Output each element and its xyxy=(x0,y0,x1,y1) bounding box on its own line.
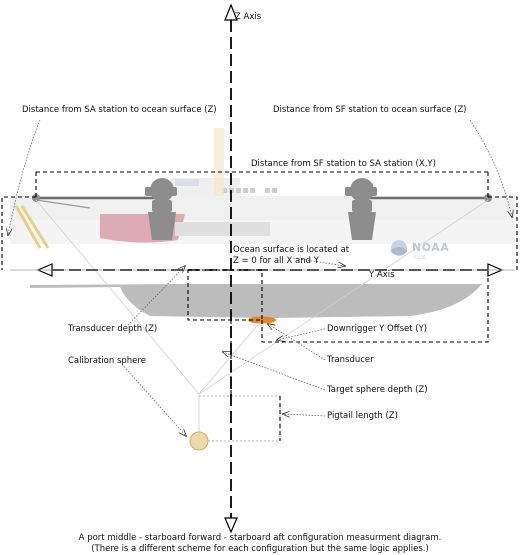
target-sphere-depth-label: Target sphere depth (Z) xyxy=(327,385,428,395)
caption-line-1: A port middle - starboard forward - star… xyxy=(78,533,442,543)
measurement-brackets xyxy=(1,171,518,441)
leader-lines xyxy=(8,119,512,436)
y-axis-label: Y Axis xyxy=(369,270,395,280)
downrigger-offset-label: Downrigger Y Offset (Y) xyxy=(327,324,428,334)
sa-station-to-surface-label: Distance from SA station to ocean surfac… xyxy=(22,105,217,115)
downrigger-booms xyxy=(35,196,488,209)
transducer-depth-label: Transducer depth (Z) xyxy=(68,324,158,334)
ship-hull-number: R 226 xyxy=(414,255,426,260)
ocean-surface-label-line2: Z = 0 for all X and Y xyxy=(233,256,319,266)
caption-line-2: (There is a different scheme for each co… xyxy=(91,544,429,554)
calibration-sphere-label: Calibration sphere xyxy=(68,356,146,366)
ship-deck-upper xyxy=(10,196,515,220)
ocean-surface-label-line1: Ocean surface is located at xyxy=(233,245,350,255)
ship-hull xyxy=(30,284,482,318)
noaa-logo-icon xyxy=(391,240,407,256)
ship-crane xyxy=(14,205,50,249)
pigtail-length-label: Pigtail length (Z) xyxy=(327,411,398,421)
ship-mast xyxy=(214,128,224,196)
downrigger-icon xyxy=(345,178,492,240)
ship-bridge-windows xyxy=(175,179,199,186)
calibration-sphere-icon xyxy=(189,431,209,451)
pigtail-bracket xyxy=(199,395,281,442)
sf-station-to-surface-label: Distance from SF station to ocean surfac… xyxy=(273,105,467,115)
z-axis xyxy=(224,3,238,534)
ship-side-panel xyxy=(175,222,270,236)
sf-to-sa-distance-label: Distance from SF station to SA station (… xyxy=(251,159,436,169)
downrigger-icon xyxy=(32,178,177,240)
ship-logo-text: NOAA xyxy=(412,241,450,254)
transducer-label: Transducer xyxy=(327,355,374,365)
z-axis-label: Z Axis xyxy=(235,12,262,22)
